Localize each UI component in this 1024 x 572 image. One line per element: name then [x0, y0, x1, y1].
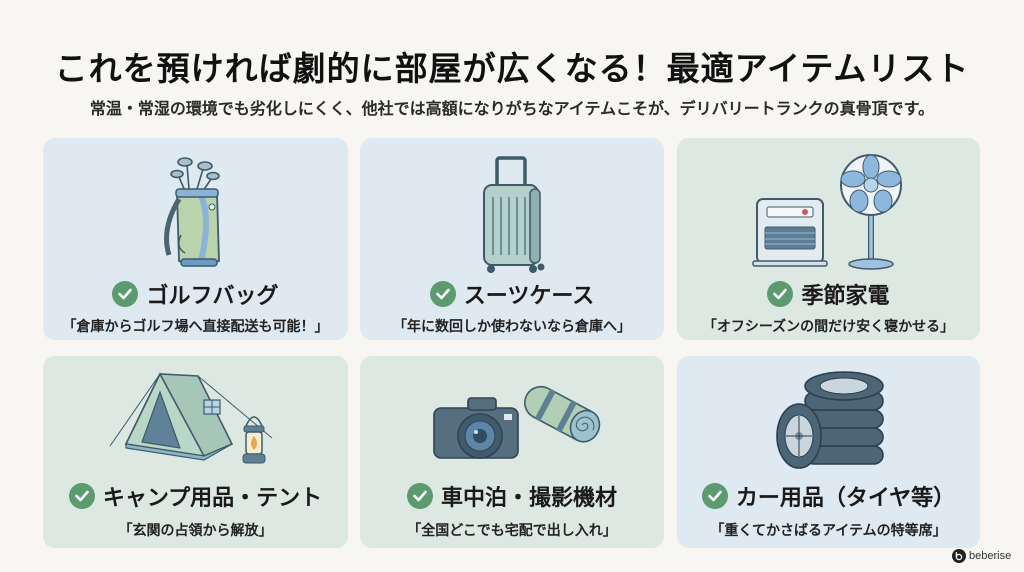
item-description: 「重くてかさばるアイテムの特等席」 — [710, 523, 947, 539]
check-circle-icon — [406, 483, 433, 509]
item-name: ゴルフバッグ — [146, 284, 279, 309]
item-label-row: 季節家電 — [677, 278, 980, 310]
item-label-row: 車中泊・撮影機材 — [360, 480, 664, 512]
item-name: カー用品（タイヤ等） — [735, 486, 956, 511]
item-label-row: カー用品（タイヤ等） — [677, 480, 980, 512]
item-card-car-camping-gear: 車中泊・撮影機材 「全国どこでも宅配で出し入れ」 — [360, 356, 664, 548]
item-label-row: キャンプ用品・テント — [43, 480, 348, 512]
brand-logo: beberise — [952, 549, 1011, 563]
item-description: 「全国どこでも宅配で出し入れ」 — [407, 523, 617, 539]
page-subtitle: 常温・常湿の環境でも劣化しにくく、他社では高額になりがちなアイテムこそが、デリバ… — [89, 99, 935, 118]
camera-sleeping-mat-icon — [360, 360, 664, 478]
logo-text: beberise — [969, 550, 1012, 562]
check-circle-icon — [68, 483, 95, 509]
item-name: スーツケース — [463, 284, 595, 309]
page-title: これを預ければ劇的に部屋が広くなる！最適アイテムリスト — [54, 49, 970, 88]
item-name: 車中泊・撮影機材 — [440, 486, 617, 511]
item-description: 「年に数回しか使わないなら倉庫へ」 — [393, 319, 631, 335]
item-label-row: ゴルフバッグ — [43, 278, 348, 310]
check-circle-icon — [429, 281, 456, 307]
item-description: 「倉庫からゴルフ場へ直接配送も可能！」 — [62, 319, 329, 335]
item-card-suitcase: スーツケース 「年に数回しか使わないなら倉庫へ」 — [360, 138, 664, 340]
item-description: 「オフシーズンの間だけ安く寝かせる」 — [702, 319, 955, 335]
check-circle-icon — [701, 483, 728, 509]
golf-bag-icon — [43, 146, 348, 276]
item-name: キャンプ用品・テント — [102, 486, 323, 511]
item-card-camping-gear: キャンプ用品・テント 「玄関の占領から解放」 — [43, 356, 348, 548]
tires-icon — [677, 360, 980, 478]
beberise-logo-icon — [952, 549, 966, 563]
suitcase-icon — [360, 146, 664, 276]
item-description: 「玄関の占領から解放」 — [118, 523, 273, 539]
tent-lantern-icon — [43, 360, 348, 478]
item-label-row: スーツケース — [360, 278, 664, 310]
item-card-seasonal-appliances: 季節家電 「オフシーズンの間だけ安く寝かせる」 — [677, 138, 980, 340]
item-card-car-accessories: カー用品（タイヤ等） 「重くてかさばるアイテムの特等席」 — [677, 356, 980, 548]
item-card-golf-bag: ゴルフバッグ 「倉庫からゴルフ場へ直接配送も可能！」 — [43, 138, 348, 340]
check-circle-icon — [112, 281, 139, 307]
item-name: 季節家電 — [801, 284, 890, 309]
check-circle-icon — [767, 281, 794, 307]
heater-fan-icon — [677, 146, 980, 276]
